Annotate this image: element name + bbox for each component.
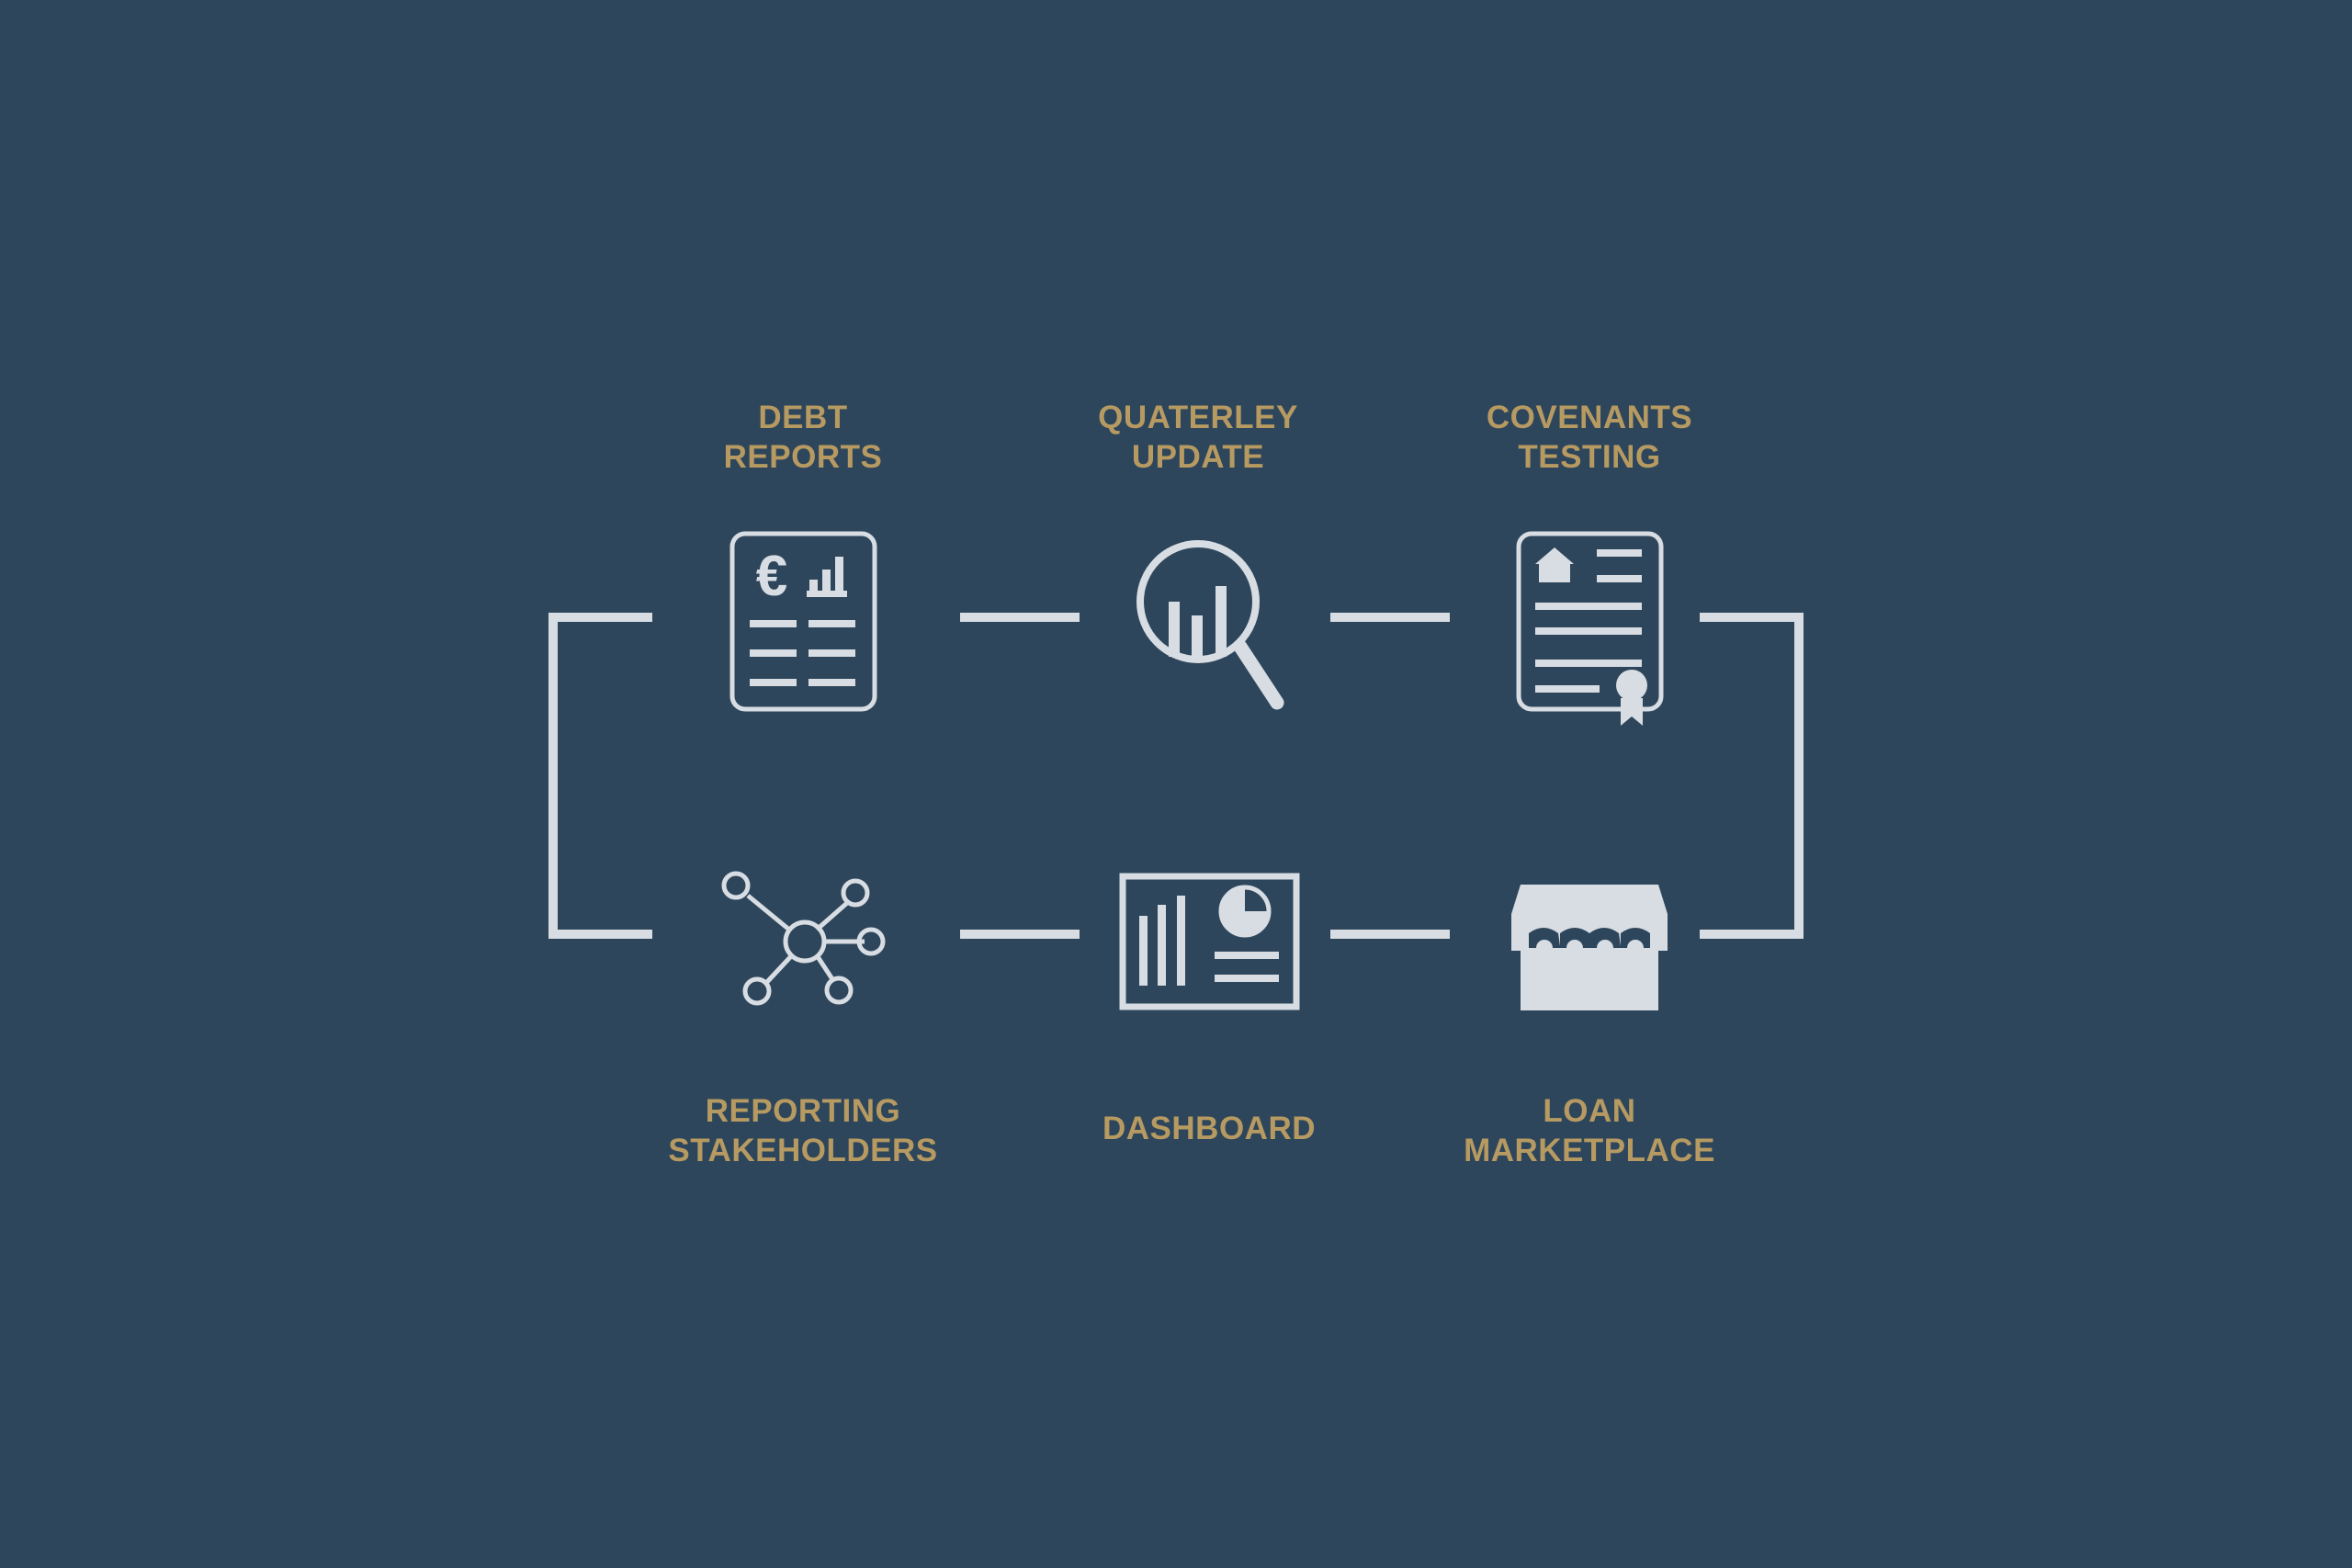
label-line: TESTING	[1518, 439, 1661, 475]
network-hub-icon	[721, 871, 886, 1006]
label-line: STAKEHOLDERS	[668, 1133, 938, 1168]
label-line: MARKETPLACE	[1464, 1133, 1715, 1168]
label-covenants-testing: COVENANTS TESTING	[1487, 398, 1692, 477]
label-line: DASHBOARD	[1102, 1111, 1316, 1146]
label-loan-marketplace: LOAN MARKETPLACE	[1464, 1091, 1715, 1170]
certificate-document-icon	[1516, 531, 1664, 726]
label-reporting-stakeholders: REPORTING STAKEHOLDERS	[668, 1091, 937, 1170]
magnifier-chart-icon	[1136, 540, 1284, 710]
document-euro-chart-icon: €	[729, 531, 877, 712]
label-line: COVENANTS	[1486, 400, 1693, 435]
label-line: UPDATE	[1131, 439, 1265, 475]
right-bracket-connector	[1700, 613, 1804, 939]
svg-text:€: €	[756, 545, 787, 608]
label-line: LOAN	[1543, 1093, 1636, 1129]
left-bracket-connector	[548, 613, 652, 939]
storefront-icon	[1511, 885, 1668, 1010]
label-line: QUATERLEY	[1098, 400, 1298, 435]
label-line: REPORTING	[705, 1093, 901, 1129]
label-dashboard: DASHBOARD	[1102, 1109, 1316, 1148]
label-quarterly-update: QUATERLEY UPDATE	[1098, 398, 1298, 477]
dashboard-icon	[1119, 873, 1300, 1010]
label-line: DEBT	[758, 400, 848, 435]
label-line: REPORTS	[723, 439, 883, 475]
label-debt-reports: DEBT REPORTS	[724, 398, 883, 477]
